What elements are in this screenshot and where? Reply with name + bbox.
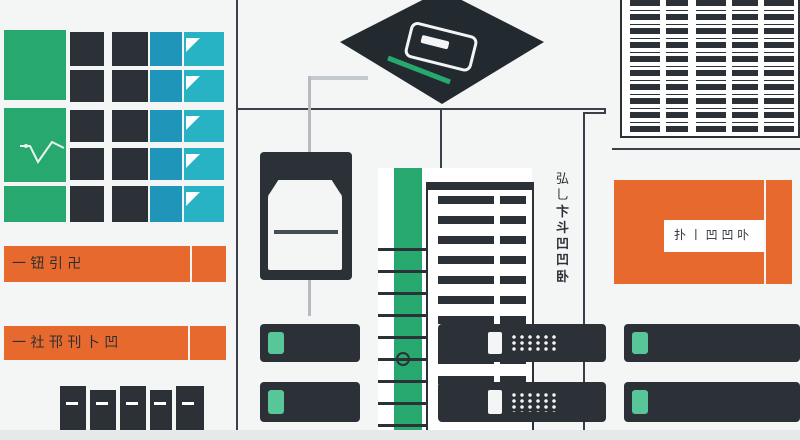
- rack-cell-teal: [150, 70, 182, 102]
- cabinet-column: [666, 0, 688, 132]
- signal-wave-icon: [20, 140, 65, 164]
- rack-cell-dark: [70, 110, 104, 142]
- rack-cell-dark: [70, 148, 104, 180]
- rack-cell-dark: [112, 32, 148, 66]
- rack-cell-teal: [150, 148, 182, 180]
- bar-divider: [188, 326, 190, 360]
- bar-top-label: 一 钮 引 卍: [12, 256, 82, 272]
- orange-label-bar-bottom: 一 社 邗 刊 卜 凹: [4, 326, 226, 360]
- blade-led-green: [632, 390, 648, 414]
- rack-cell-dark: [70, 70, 104, 102]
- rack-cell-green: [4, 30, 66, 100]
- blade-vent-dots: [510, 334, 560, 352]
- flag-icon: [186, 38, 200, 52]
- connector-line: [583, 112, 605, 114]
- cabinet-column: [732, 0, 758, 132]
- orange-label-bar-top: 一 钮 引 卍: [4, 246, 226, 282]
- rack-cell-teal: [150, 110, 182, 142]
- rack-cell-dark: [112, 186, 148, 222]
- bar-divider: [190, 246, 192, 282]
- orange-card-label-box: 扑 丨 凹 凹 卟: [664, 220, 764, 252]
- flag-icon: [186, 192, 200, 206]
- monitor-frame: [260, 152, 352, 280]
- drive-slot-led: [126, 402, 138, 405]
- rack-cell-green: [4, 108, 66, 182]
- drive-slot-led: [182, 402, 194, 405]
- server-blade: [438, 324, 606, 362]
- rack-cell-teal: [150, 186, 182, 222]
- orange-info-card: 扑 丨 凹 凹 卟: [614, 180, 792, 284]
- blade-led-green: [632, 332, 648, 354]
- server-blade: [624, 382, 800, 422]
- side-label-line: 卞 斗: [556, 204, 570, 236]
- connector-line: [236, 0, 238, 440]
- side-label-line: 弘 乚: [556, 172, 570, 204]
- rack-cell-dark: [70, 32, 104, 66]
- rack-cell-dark: [70, 186, 104, 222]
- server-indicator: [396, 352, 410, 366]
- server-row-bars: [500, 196, 526, 396]
- connector-line: [308, 76, 368, 80]
- flag-icon: [186, 154, 200, 168]
- rack-cell-teal: [150, 32, 182, 66]
- orange-card-label: 扑 丨 凹 凹 卟: [674, 228, 750, 242]
- server-blade: [438, 382, 606, 422]
- diamond-device-icon: [340, 0, 544, 104]
- server-row-bars: [438, 196, 494, 396]
- rack-cell-dark: [112, 110, 148, 142]
- orange-card-divider: [764, 180, 766, 284]
- cabinet-column: [696, 0, 726, 132]
- side-label-line: 卧: [556, 269, 570, 285]
- side-label-line: 凹 凹: [556, 237, 570, 269]
- side-label-block: 弘 乚 卞 斗 凹 凹 卧: [556, 172, 584, 286]
- drive-slot-led: [96, 402, 108, 405]
- monitor-screen-notch: [268, 180, 342, 196]
- server-cabinet: [620, 0, 800, 138]
- rack-cell-cyan: [184, 70, 224, 102]
- floor-strip: [0, 430, 800, 440]
- left-rack-grid: [0, 30, 230, 225]
- connector-line: [583, 112, 585, 440]
- drive-slot-led: [66, 402, 78, 405]
- cabinet-column: [630, 0, 660, 132]
- rack-cell-dark: [112, 70, 148, 102]
- rack-cell-green: [4, 186, 66, 222]
- connector-line: [612, 148, 800, 150]
- connector-line: [440, 108, 442, 168]
- connector-line: [604, 108, 606, 114]
- blade-led-green: [268, 390, 284, 414]
- rack-cell-cyan: [184, 148, 224, 180]
- server-blade: [624, 324, 800, 362]
- blade-led-white: [488, 390, 502, 414]
- bar-bottom-label: 一 社 邗 刊 卜 凹: [12, 335, 119, 351]
- blade-led-green: [268, 332, 284, 354]
- monitor-slider: [274, 230, 338, 234]
- blade-led-white: [488, 332, 502, 354]
- cabinet-column: [764, 0, 794, 132]
- rack-cell-cyan: [184, 32, 224, 66]
- flag-icon: [186, 116, 200, 130]
- connector-line: [236, 108, 606, 110]
- flag-icon: [186, 76, 200, 90]
- server-blade: [260, 382, 360, 422]
- drive-slot-led: [154, 402, 166, 405]
- rack-cell-dark: [112, 148, 148, 180]
- rack-cell-cyan: [184, 110, 224, 142]
- server-blade: [260, 324, 360, 362]
- blade-vent-dots: [510, 392, 560, 412]
